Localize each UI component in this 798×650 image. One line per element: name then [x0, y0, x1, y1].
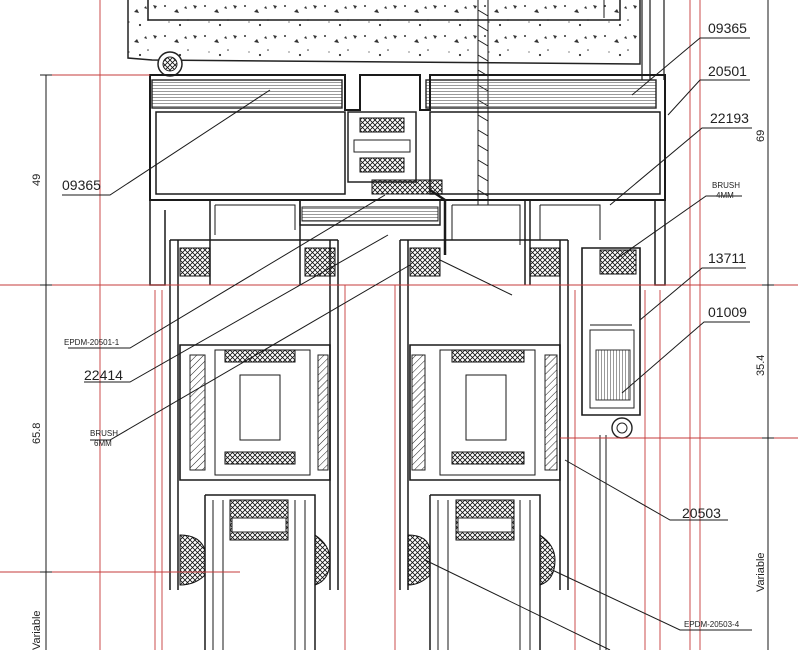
dim-right-69: 69 — [755, 130, 767, 142]
sash-left — [169, 239, 339, 650]
dimension-labels: 49 65.8 Variable 69 35.4 Variable — [31, 130, 767, 650]
dim-left-65-8: 65.8 — [31, 423, 43, 444]
sash-right — [399, 239, 569, 650]
label-epdm-20503-4: EPDM-20503-4 — [684, 620, 740, 629]
label-brush-4mm-line2: 4MM — [716, 191, 734, 200]
label-13711: 13711 — [708, 250, 746, 266]
label-epdm-20501-1: EPDM-20501-1 — [64, 338, 120, 347]
head-frame-20501 — [149, 74, 666, 286]
label-09365-top: 09365 — [708, 20, 747, 36]
label-brush-6mm-line2: 6MM — [94, 439, 112, 448]
label-22193: 22193 — [710, 110, 749, 126]
label-20501: 20501 — [708, 63, 747, 79]
dim-right-35-4: 35.4 — [755, 355, 767, 376]
concrete-slab — [127, 0, 665, 80]
label-20503: 20503 — [682, 505, 721, 521]
label-01009: 01009 — [708, 304, 747, 320]
label-22414: 22414 — [84, 367, 123, 383]
leader-lines — [62, 37, 752, 650]
label-brush-6mm-line1: BRUSH — [90, 429, 118, 438]
backer-rod — [157, 51, 183, 77]
flyscreen-profile — [581, 247, 641, 650]
part-labels: 09365 20501 22193 BRUSH 4MM 13711 01009 … — [62, 20, 749, 629]
dim-left-variable: Variable — [31, 610, 43, 650]
label-09365-left: 09365 — [62, 177, 101, 193]
dim-left-49: 49 — [31, 174, 43, 186]
head-thermal-break — [347, 111, 447, 255]
dim-right-variable: Variable — [755, 552, 767, 592]
label-brush-4mm-line1: BRUSH — [712, 181, 740, 190]
